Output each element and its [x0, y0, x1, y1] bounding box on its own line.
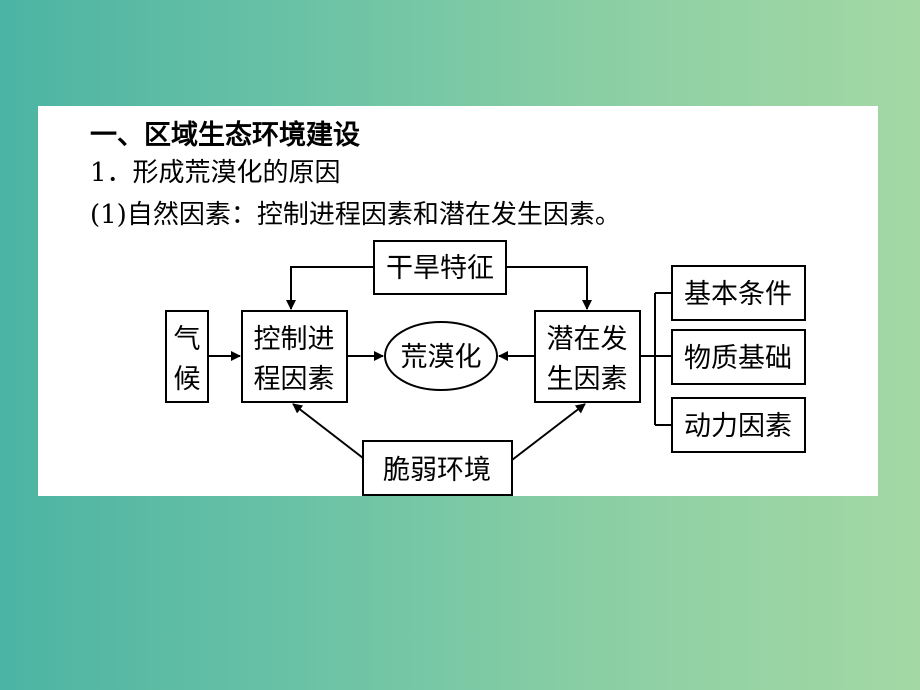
arrow-fragile-to-control	[292, 403, 364, 459]
subsection-title: 1．形成荒漠化的原因	[90, 158, 341, 188]
potential-label-1: 潜在发	[547, 324, 628, 355]
driving-force-box: 动力因素	[671, 397, 806, 453]
driving-force-label: 动力因素	[684, 411, 792, 442]
arrow-drought-to-control	[286, 266, 374, 310]
basic-conditions-box: 基本条件	[671, 265, 806, 321]
diagram-connectors	[208, 266, 672, 461]
drought-box: 干旱特征	[373, 240, 507, 295]
material-basis-label: 物质基础	[684, 343, 792, 374]
natural-factors-text: (1)自然因素：控制进程因素和潜在发生因素。	[90, 200, 621, 230]
drought-label: 干旱特征	[386, 253, 494, 284]
arrow-drought-to-potential	[506, 266, 592, 310]
control-label-1: 控制进	[254, 324, 335, 355]
desertification-label: 荒漠化	[401, 342, 482, 373]
climate-label-2: 候	[174, 364, 201, 395]
fragile-environment-label: 脆弱环境	[383, 455, 491, 486]
climate-label-1: 气	[174, 324, 201, 355]
desertification-ellipse: 荒漠化	[384, 321, 498, 391]
control-label-2: 程因素	[254, 364, 335, 395]
control-process-box: 控制进 程因素	[241, 310, 348, 403]
potential-factors-box: 潜在发 生因素	[534, 310, 641, 403]
potential-label-2: 生因素	[547, 364, 628, 395]
climate-box: 气 候	[165, 310, 209, 403]
material-basis-box: 物质基础	[671, 329, 806, 385]
fragile-environment-box: 脆弱环境	[362, 440, 513, 496]
arrow-fragile-to-potential	[511, 403, 586, 461]
section-heading: 一、区域生态环境建设	[90, 120, 360, 151]
basic-conditions-label: 基本条件	[684, 279, 792, 310]
